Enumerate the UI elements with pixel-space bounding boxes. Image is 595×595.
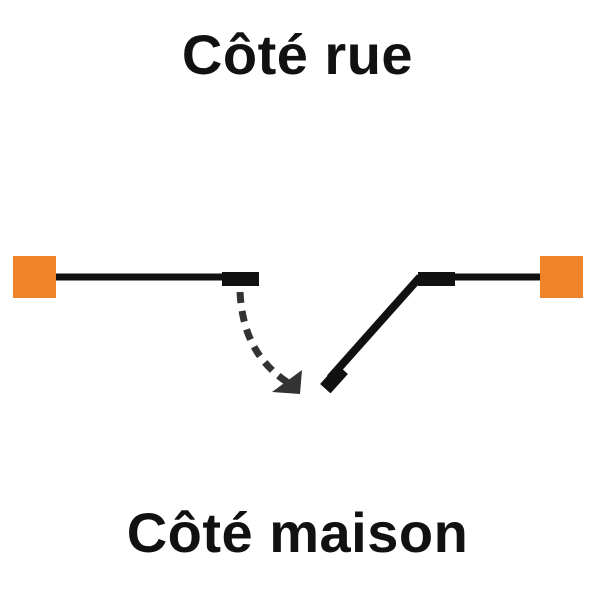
right-gate-hinge xyxy=(418,272,455,286)
street-side-label: Côté rue xyxy=(181,23,414,86)
left-post xyxy=(13,256,56,298)
swing-direction-arrow xyxy=(236,291,292,387)
house-side-label: Côté maison xyxy=(126,501,469,564)
right-gate-leaf-end xyxy=(320,364,348,394)
left-gate-latch xyxy=(222,272,259,286)
swing-arrowhead-icon xyxy=(272,370,302,394)
right-gate-leaf-open xyxy=(327,274,423,381)
right-post xyxy=(540,256,583,298)
